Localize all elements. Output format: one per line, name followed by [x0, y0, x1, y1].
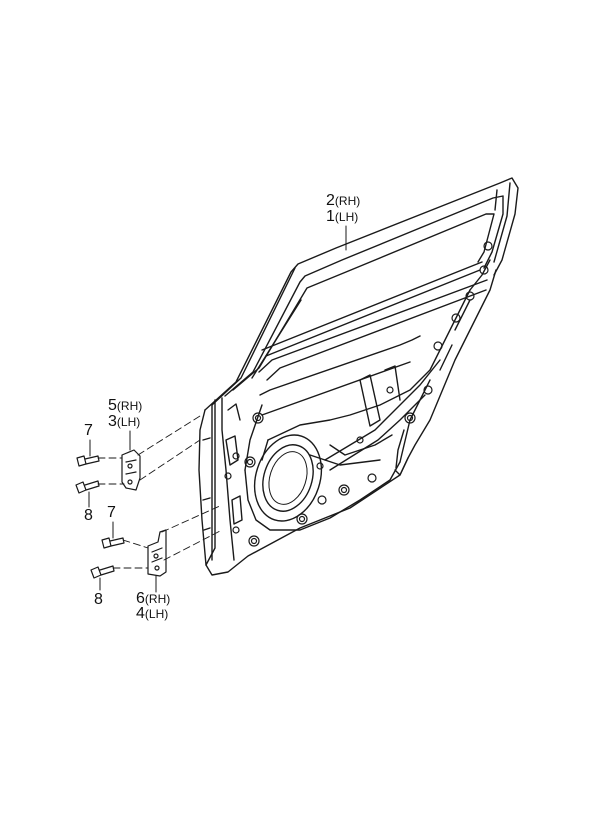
upper-nut-bolt [75, 480, 100, 494]
callout-door-lh: 1(LH) [326, 208, 359, 225]
callout-door-rh: 2(RH) [326, 192, 361, 209]
lower-hinge [147, 529, 167, 577]
callout-lower-nut-bolt: 8 [94, 591, 103, 608]
speaker-opening [253, 434, 323, 522]
callout-lower-hinge-rh: 6(RH) [136, 590, 171, 607]
callout-lower-bolt: 7 [107, 504, 116, 521]
lower-nut-bolt [90, 565, 115, 579]
door-panel-outline [198, 269, 497, 576]
callout-upper-hinge-rh: 5(RH) [108, 397, 143, 414]
callout-upper-bolt: 7 [84, 422, 93, 439]
lower-bolt [101, 537, 125, 549]
upper-bolt [76, 455, 100, 467]
callout-lower-hinge-lh: 4(LH) [136, 605, 169, 622]
callout-upper-nut-bolt: 8 [84, 507, 93, 524]
upper-hinge [121, 449, 141, 491]
callout-upper-hinge-lh: 3(LH) [108, 413, 141, 430]
door-window-frame [204, 177, 519, 411]
